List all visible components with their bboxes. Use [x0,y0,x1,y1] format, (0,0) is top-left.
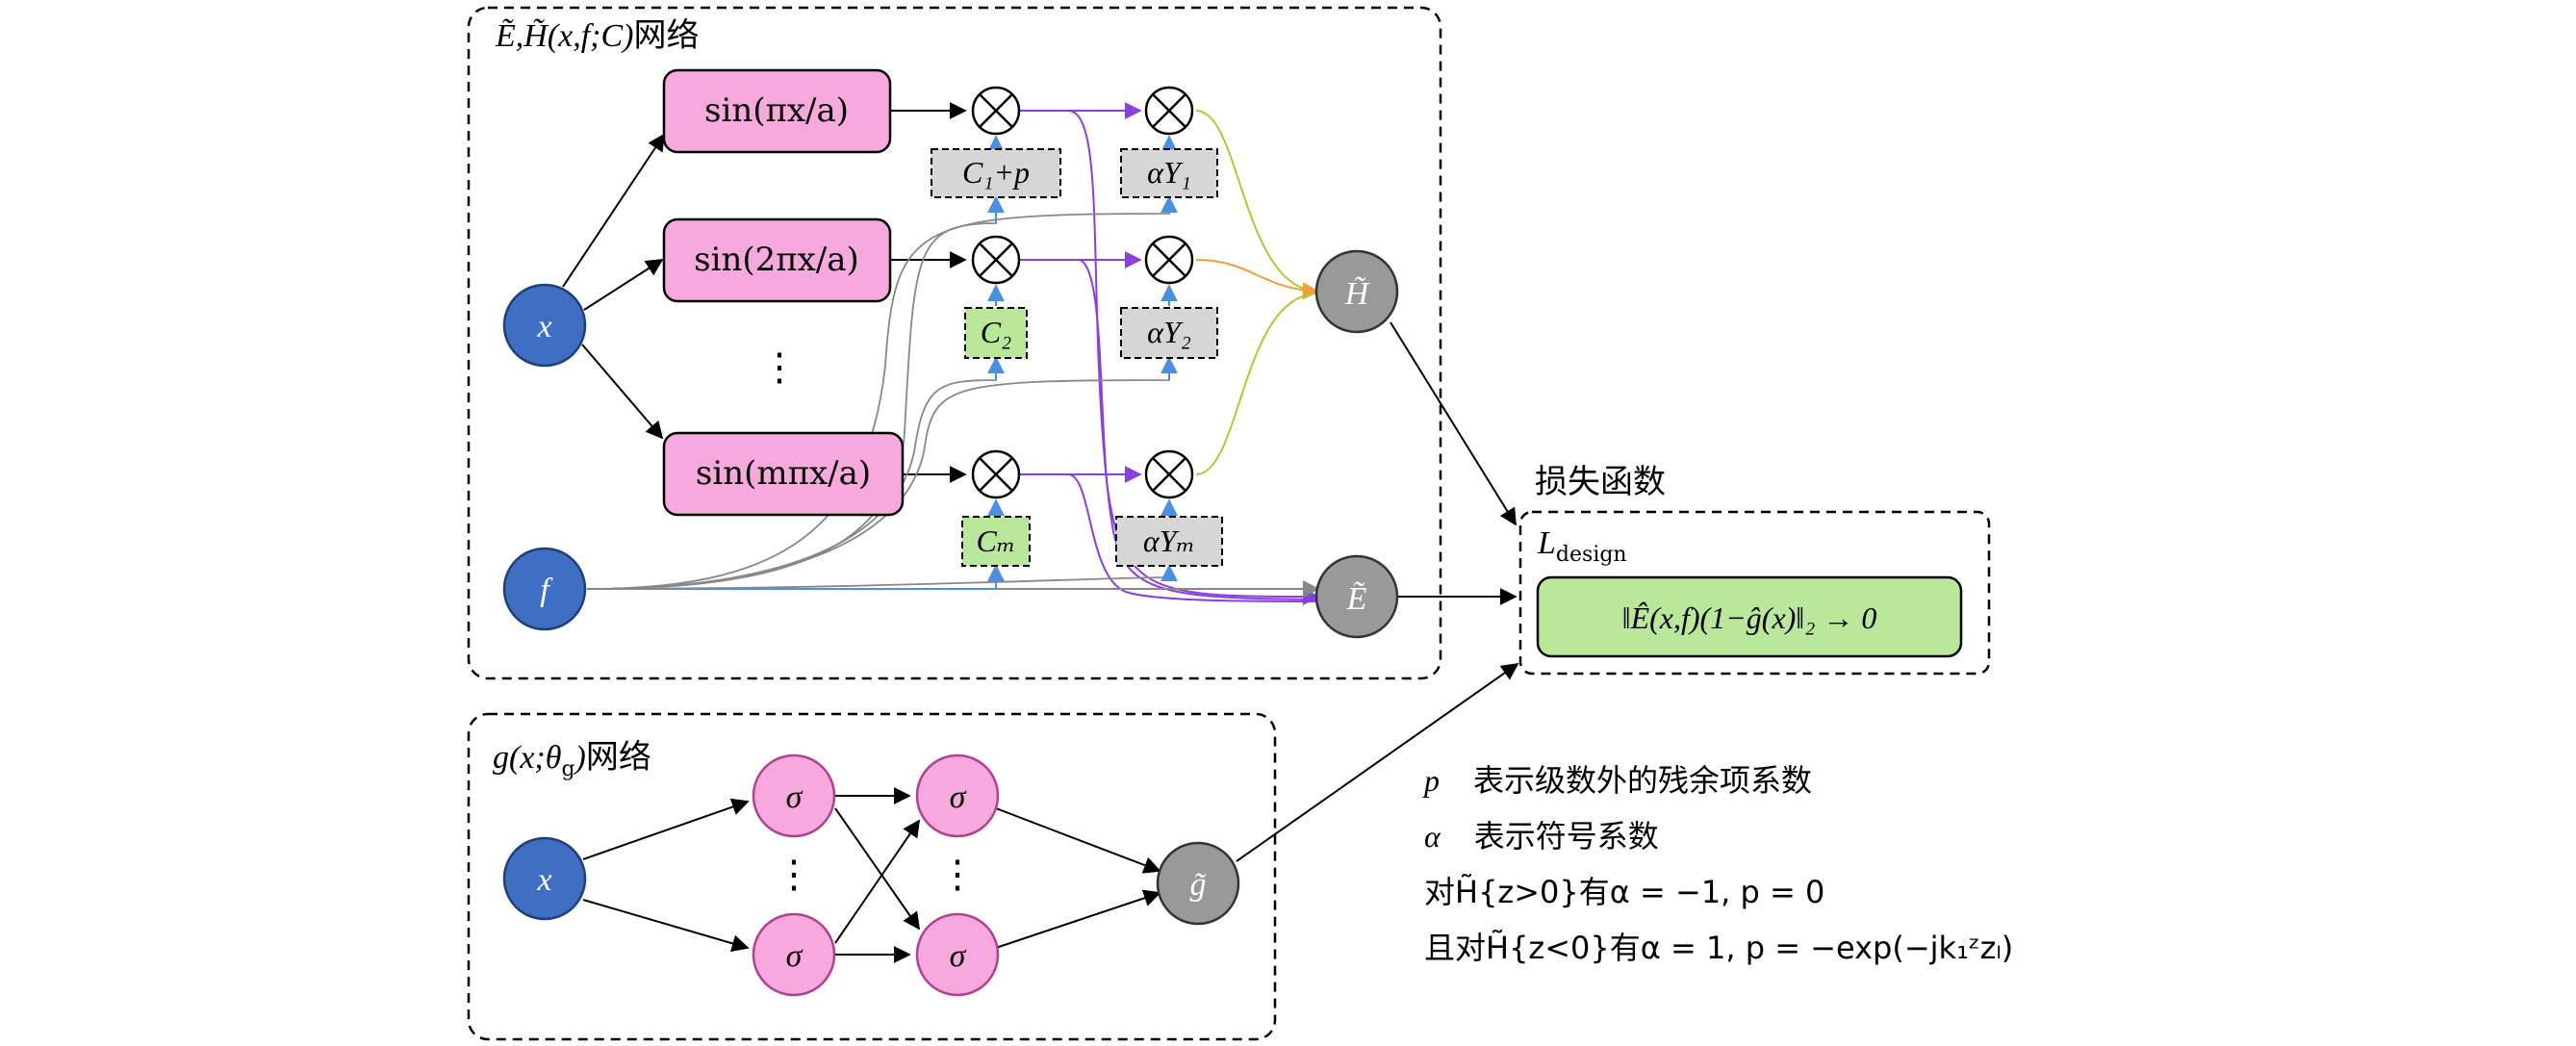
output-e-label: Ẽ [1346,581,1367,617]
edge-ymult1-h [1195,110,1320,300]
edge-ymult2-h [1195,259,1319,293]
sigma-node-2-label: σ [950,779,967,815]
edge-s4-g [995,889,1161,949]
loss-frame [1518,510,1991,676]
sin-box-m [662,431,905,517]
sigma-node-2 [915,753,1000,838]
output-g-label: g̃ [1190,867,1208,903]
c-box-1-label: C₁+p [962,155,1030,190]
input-x-node [502,283,587,368]
y-box-1-label: αY₁ [1147,155,1191,190]
edge-x-sinm [581,344,664,440]
output-e-node [1314,554,1399,639]
sigma-dots-2: ⋮ [938,853,977,897]
input-f-node [502,547,587,631]
sin-box-1-label: sin(πx/a) [704,91,849,130]
edge-g-loss [1236,662,1519,862]
edge-bx-s3 [582,899,750,953]
sigma-node-3-label: σ [786,938,803,974]
sin-box-2-label: sin(2πx/a) [694,241,859,279]
edge-mult2-e [1077,259,1319,600]
y-box-2-label: αY₂ [1147,315,1191,349]
edge-f-y2 [586,358,1170,590]
c-box-2-label: C₂ [981,315,1011,349]
edge-f-cm [587,566,997,590]
edge-h-loss [1390,321,1517,526]
loss-formula-box [1536,575,1963,658]
note-lower-region: 且对H̃{z<0}有α = 1, p = −exp(−jk₁ᶻzₗ) [1424,930,2013,966]
ymult-node-1 [1144,86,1194,136]
edge-s1-s4 [834,807,921,931]
y-box-2 [1120,307,1218,359]
bottom-network-frame [467,712,1277,1041]
edge-x-sin2 [583,259,664,311]
sin-dots: ⋮ [760,345,799,390]
edge-f-ym [586,566,1170,590]
bottom-network-title: g(x;θg)网络 [493,738,651,781]
y-box-m [1115,516,1223,567]
loss-heading: 损失函数 [1535,463,1666,501]
edge-f-c1 [586,197,997,590]
ymult-node-3 [1144,449,1194,499]
edge-s2-g [995,807,1161,874]
mult-node-2 [971,235,1021,285]
c-box-1 [931,148,1061,198]
c-box-m-label: Cₘ [977,523,1016,558]
mult-node-1 [971,86,1021,136]
y-box-1 [1120,148,1218,198]
sigma-node-4-label: σ [950,938,967,974]
top-network-frame [467,6,1442,680]
sin-box-2 [662,217,892,303]
mult-node-3 [971,449,1021,499]
input-x-label: x [536,309,551,344]
output-h-label: H̃ [1344,276,1371,312]
edge-bx-s1 [582,798,750,860]
note-upper-region: 对H̃{z>0}有α = −1, p = 0 [1424,874,1824,910]
ymult-node-2 [1144,235,1194,285]
c-box-2 [964,307,1028,359]
sigma-node-1 [752,753,836,838]
loss-subtitle: Ldesign [1537,525,1627,567]
sin-box-m-label: sin(mπx/a) [696,454,871,493]
c-box-m [961,516,1031,567]
loss-formula: ‖Ê(x,f)(1−ĝ(x)‖₂ → 0 [1622,600,1877,635]
sin-box-1 [662,68,892,154]
bottom-input-x-label: x [536,862,551,898]
bottom-input-x-node [502,836,587,921]
sigma-node-1-label: σ [786,779,803,815]
edge-mult3-e [1067,473,1319,602]
sigma-dots-1: ⋮ [775,853,813,897]
edge-f-y1 [586,197,1170,590]
edge-x-sin1 [562,133,665,288]
sigma-node-3 [752,912,836,997]
y-box-m-label: αYₘ [1143,523,1195,558]
sigma-node-4 [915,912,1000,997]
output-h-node [1314,249,1399,334]
top-network-title: Ẽ,H̃(x,f;C)网络 [495,16,700,55]
edge-s3-s2 [834,819,921,944]
edge-ymult3-h [1195,293,1319,475]
output-g-node [1156,841,1240,926]
